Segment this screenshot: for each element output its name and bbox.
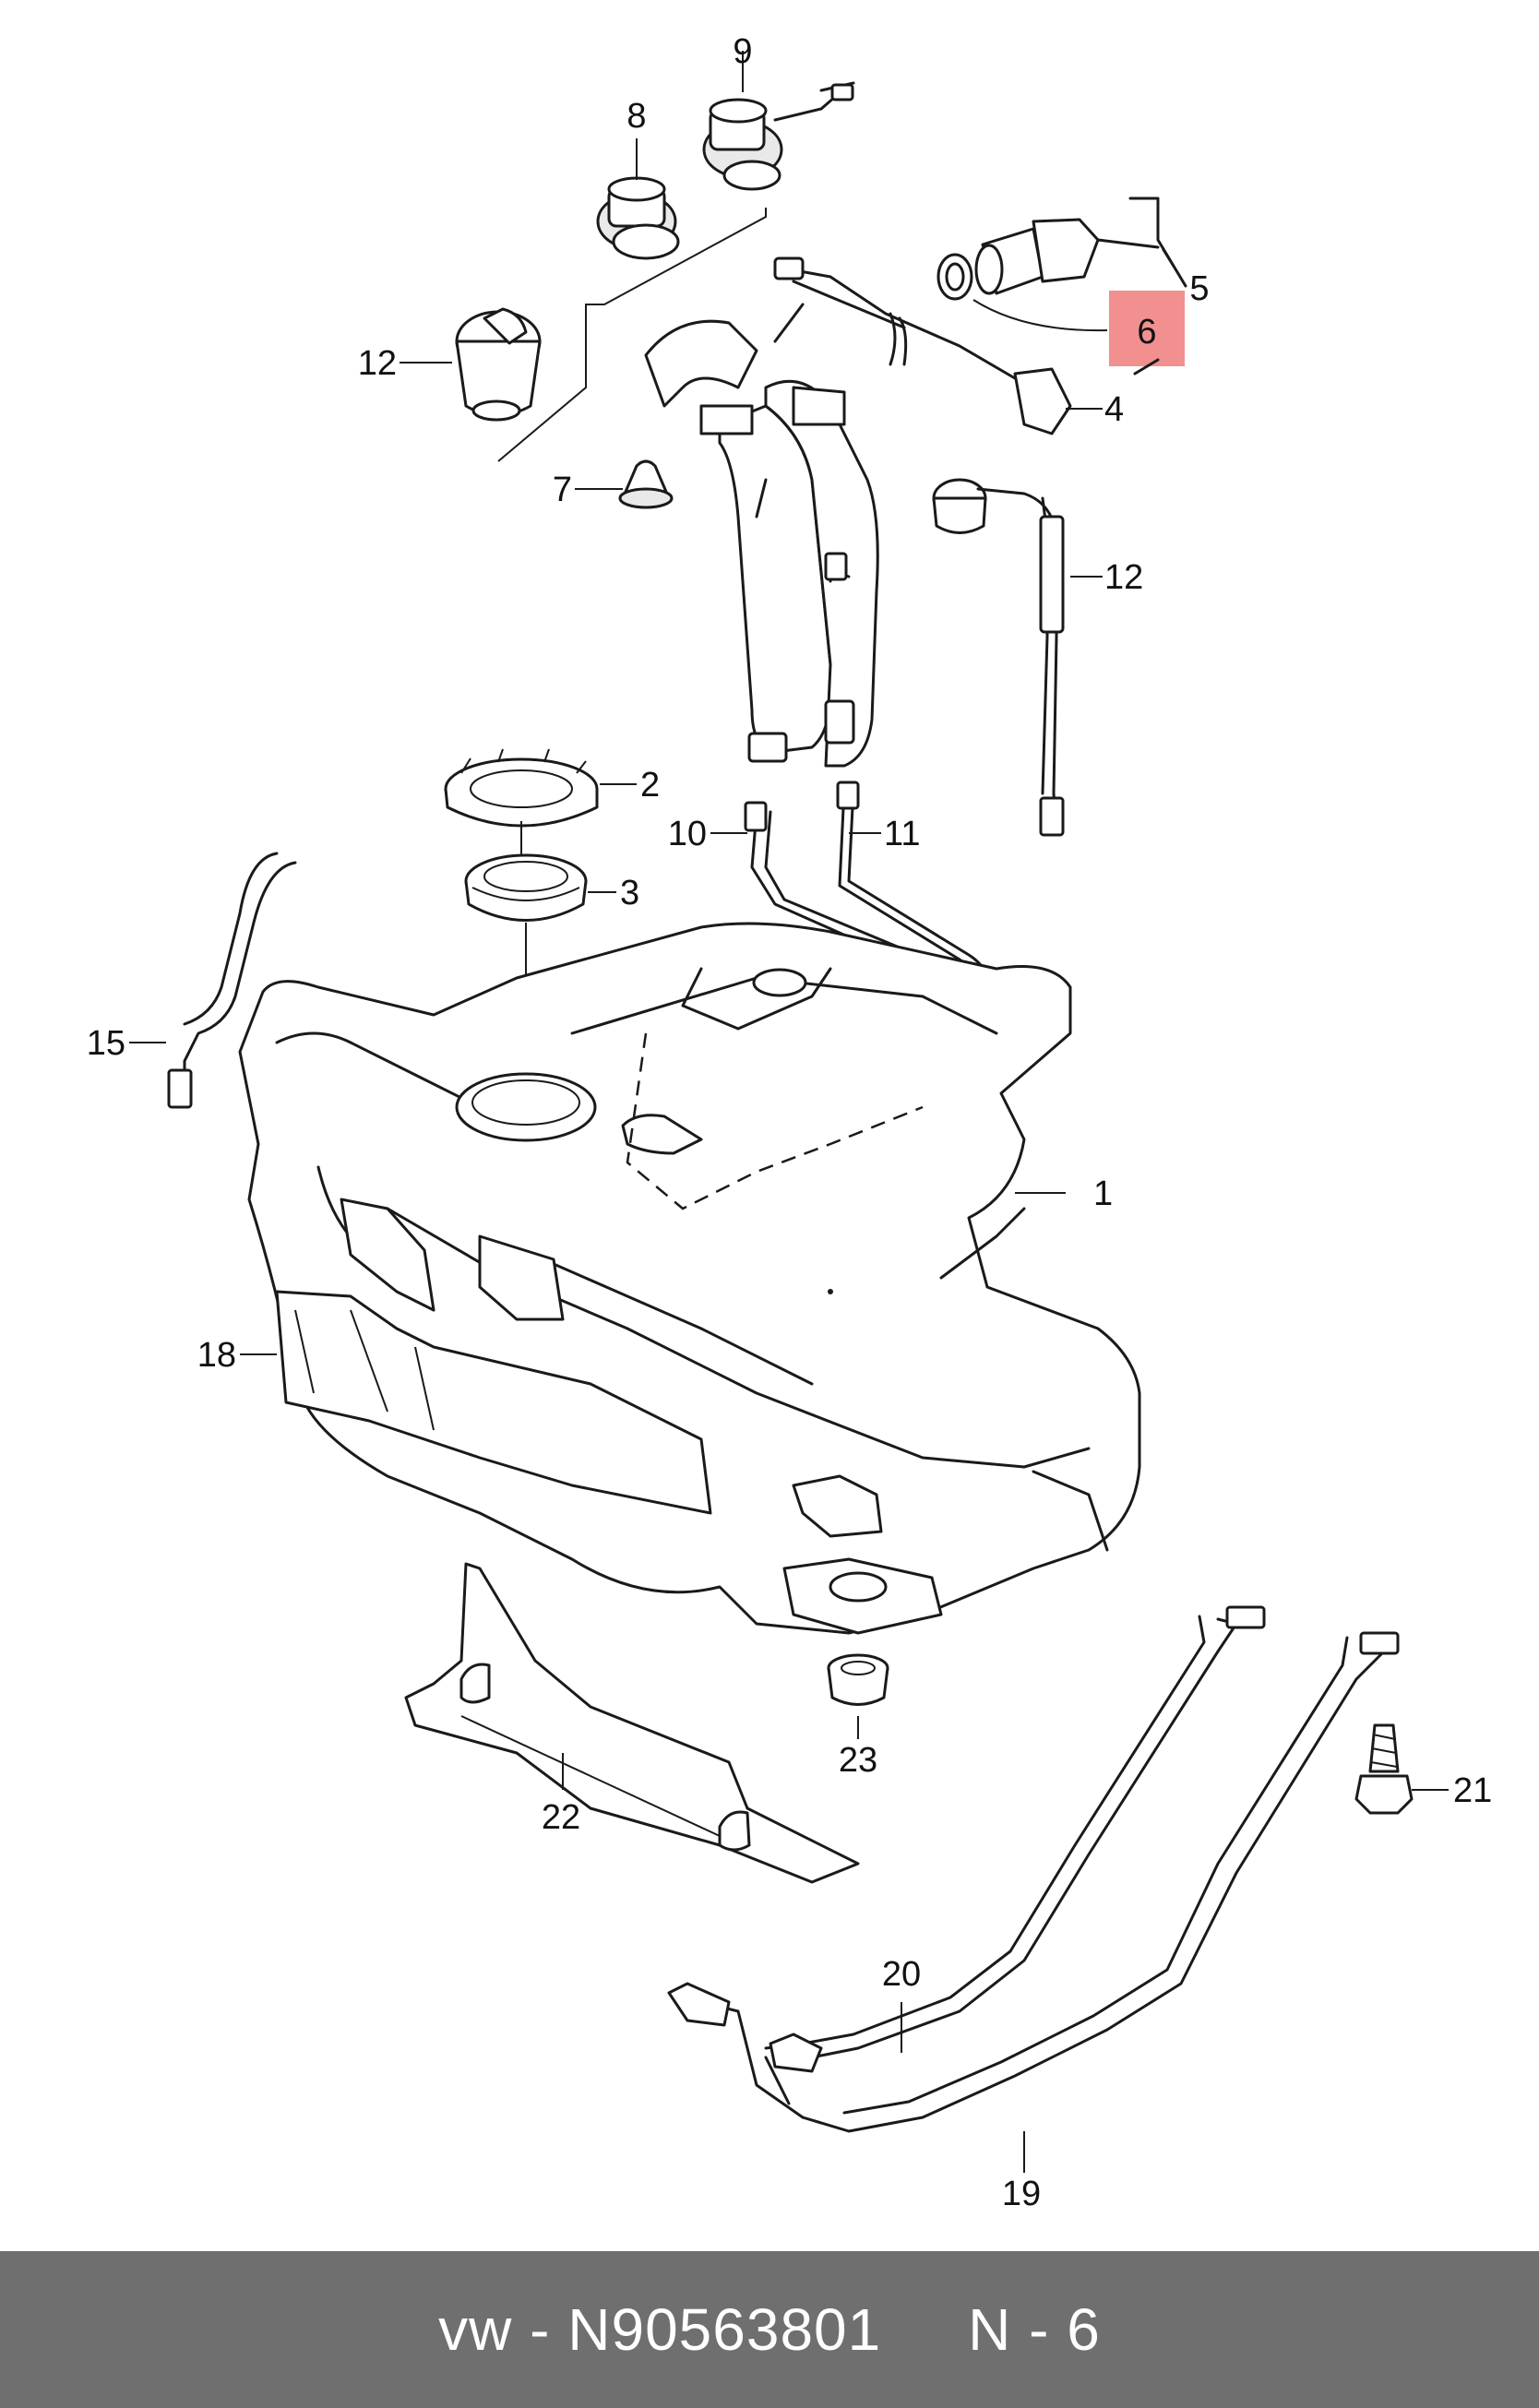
footer-caption: vw - N90563801 N - 6	[438, 2295, 1101, 2364]
callout-19: 19	[1002, 2175, 1041, 2213]
vent-valve	[455, 307, 542, 422]
callout-12-left: 15	[87, 1024, 125, 1063]
vent-hose-right	[932, 478, 1065, 837]
seal-ring	[464, 853, 588, 922]
callout-23: 23	[839, 1741, 877, 1780]
callout-20: 20	[882, 1955, 921, 1994]
separator: -	[512, 2296, 568, 2363]
highlight-box	[1109, 291, 1185, 366]
callout-2: 2	[640, 766, 660, 805]
callout-9: 9	[733, 32, 752, 71]
callout-8: 8	[626, 97, 646, 136]
grommet	[618, 459, 674, 509]
callout-3: 3	[620, 874, 639, 912]
position-label: N - 6	[968, 2296, 1101, 2363]
part-number: N90563801	[567, 2296, 882, 2363]
filler-cap	[596, 176, 680, 260]
callout-21: 21	[1453, 1771, 1492, 1810]
filler-neck	[644, 319, 879, 768]
callout-7: 7	[553, 471, 572, 509]
callout-11: 11	[884, 815, 920, 853]
support-bracket	[404, 1562, 860, 1884]
callout-12-right: 12	[1104, 558, 1143, 597]
leader-lines	[129, 51, 1449, 2173]
vent-hose-left	[167, 852, 297, 1109]
fuel-tank	[238, 922, 1141, 1635]
drain-grommet	[827, 1653, 889, 1706]
callout-labels: 9 8 5 6 4 12 7 12 2 3 10 11 15 1 18 23 2…	[87, 32, 1493, 2213]
callout-1: 1	[1093, 1174, 1113, 1213]
callout-5: 5	[1189, 269, 1209, 308]
callout-6: 6	[1137, 313, 1156, 352]
callout-10: 10	[668, 815, 707, 853]
brand-label: vw	[438, 2296, 513, 2363]
fuel-tank-exploded-diagram: 9 8 5 6 4 12 7 12 2 3 10 11 15 1 18 23 2…	[87, 32, 1493, 2213]
callout-22: 22	[542, 1798, 580, 1837]
bolt	[1354, 1723, 1414, 1815]
heat-shield	[275, 1290, 712, 1515]
callout-18: 18	[197, 1336, 236, 1375]
locking-ring	[444, 748, 599, 828]
breather-valve-assembly	[773, 197, 1187, 435]
tank-straps	[667, 1605, 1400, 2133]
callout-15: 12	[358, 344, 397, 383]
footer-bar: vw - N90563801 N - 6	[0, 2251, 1539, 2408]
locking-cap	[702, 81, 855, 191]
callout-4: 4	[1104, 390, 1124, 429]
spacer	[881, 2296, 968, 2363]
